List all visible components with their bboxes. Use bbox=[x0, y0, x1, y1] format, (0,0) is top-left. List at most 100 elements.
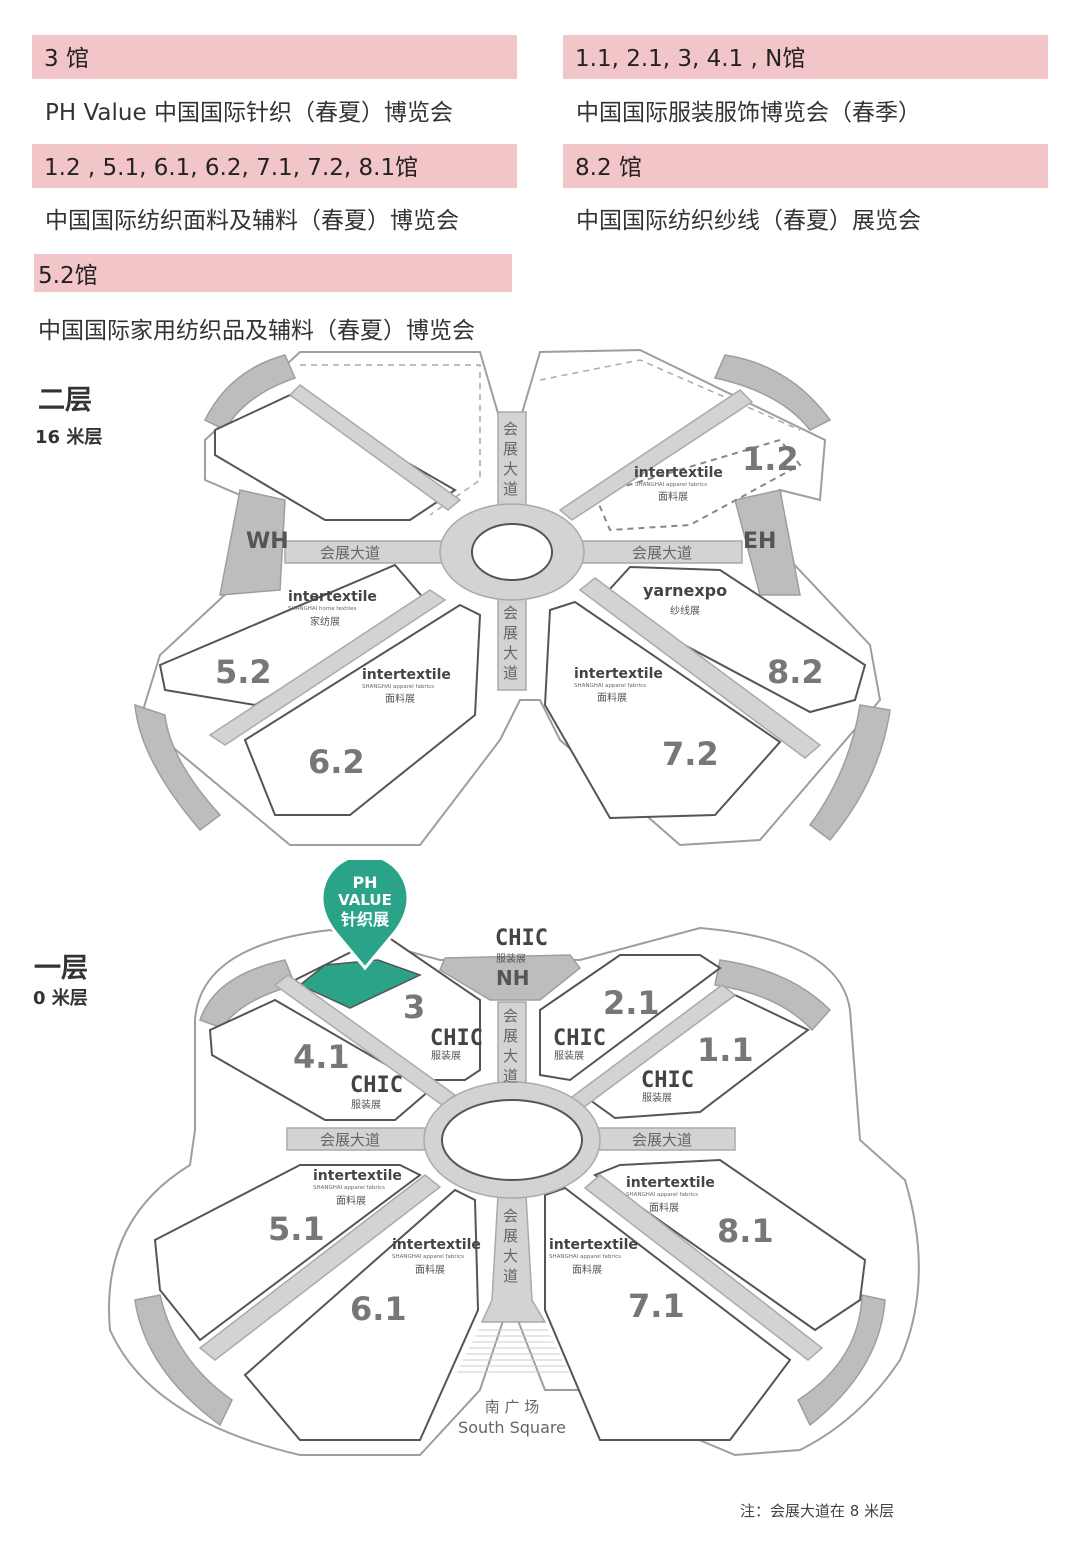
hall-5-1-brand-sub: SHANGHAI apparel fabrics bbox=[313, 1185, 385, 1191]
lower-floor-subtitle: 0 米层 bbox=[33, 988, 88, 1009]
hall-6-1-brand: intertextile bbox=[392, 1237, 481, 1253]
hall-6-2 bbox=[243, 603, 482, 816]
hall-8-1-cn: 面料展 bbox=[649, 1201, 679, 1214]
upper-boulevard-vertical: 会 展 大 道 会 展 大 道 bbox=[503, 420, 518, 682]
chic-cn-1-1: 服装展 bbox=[642, 1091, 672, 1104]
upper-dashed bbox=[300, 359, 801, 516]
chic-logo-1-1: CHIC bbox=[641, 1068, 694, 1093]
chic-logos: CHIC CHIC CHIC CHIC CHIC bbox=[350, 926, 694, 1098]
hall-7-2-brand-sub: SHANGHAI apparel fabrics bbox=[574, 683, 646, 689]
hall-5-2-brand-sub: SHANGHAI home textiles bbox=[288, 606, 357, 612]
upper-vroad-1: 会 bbox=[503, 420, 518, 438]
hall-7-2-brand: intertextile bbox=[574, 666, 663, 682]
upper-floor-subtitle: 16 米层 bbox=[35, 427, 103, 448]
lower-vroad-1: 会 bbox=[503, 1007, 518, 1025]
chic-logo-nh: CHIC bbox=[495, 926, 548, 951]
chic-cn-2-1: 服装展 bbox=[554, 1049, 584, 1062]
hall-8-2-brand: yarnexpo bbox=[643, 581, 727, 600]
hall-wh-label: WH bbox=[246, 529, 289, 554]
legend-header-2: 1.1, 2.1, 3, 4.1 , N馆 bbox=[563, 35, 1048, 79]
chic-cn-4-1: 服装展 bbox=[351, 1098, 381, 1111]
hall-8-1 bbox=[592, 1158, 867, 1332]
hall-7-2-cn: 面料展 bbox=[597, 691, 627, 704]
lower-vroad-3: 大 bbox=[503, 1047, 518, 1065]
hall-7-1-number: 7.1 bbox=[628, 1287, 685, 1325]
lower-floor-map: PH VALUE 针织展 会展大道 会展大道 会 展 大 道 会 展 大 道 N… bbox=[108, 860, 920, 1457]
hall-5-1-brand: intertextile bbox=[313, 1168, 402, 1184]
hall-7-1-brand-sub: SHANGHAI apparel fabrics bbox=[549, 1254, 621, 1260]
lower-vroad-7: 大 bbox=[503, 1247, 518, 1265]
hall-6-2-brand: intertextile bbox=[362, 667, 451, 683]
hall-nh-label: NH bbox=[496, 966, 529, 990]
hall-1-2-brand-sub: SHANGHAI apparel fabrics bbox=[635, 482, 707, 488]
hall-6-2-cn: 面料展 bbox=[385, 692, 415, 705]
south-square-en: South Square bbox=[458, 1418, 566, 1437]
upper-vroad-4: 道 bbox=[503, 480, 518, 498]
hall-7-2 bbox=[543, 600, 782, 820]
hall-8-2 bbox=[598, 565, 867, 714]
hall-1-2 bbox=[593, 438, 802, 532]
hall-6-1-number: 6.1 bbox=[350, 1290, 407, 1328]
location-pin: PH VALUE 针织展 bbox=[320, 860, 410, 971]
hall-6-1 bbox=[243, 1188, 480, 1441]
pin-line2: VALUE bbox=[338, 891, 392, 909]
hall-7-1-cn: 面料展 bbox=[572, 1263, 602, 1276]
lower-boulevard-east: 会展大道 bbox=[632, 1131, 692, 1149]
upper-boulevard-west: 会展大道 bbox=[320, 544, 380, 562]
hall-5-2-brand: intertextile bbox=[288, 589, 377, 605]
legend-header-4: 8.2 馆 bbox=[563, 144, 1048, 188]
hall-6-1-cn: 面料展 bbox=[415, 1263, 445, 1276]
lower-vroad-6: 展 bbox=[503, 1227, 518, 1245]
hall-8-1-brand: intertextile bbox=[626, 1175, 715, 1191]
legend-header-3: 1.2 , 5.1, 6.1, 6.2, 7.1, 7.2, 8.1馆 bbox=[32, 144, 517, 188]
lower-roundabout bbox=[423, 1081, 601, 1199]
lower-floor-title: 一层 bbox=[34, 953, 88, 984]
hall-2-1-number: 2.1 bbox=[603, 984, 660, 1022]
lower-halls bbox=[153, 933, 867, 1441]
lower-vroad-2: 展 bbox=[503, 1027, 518, 1045]
lower-boulevard-vertical: 会 展 大 道 会 展 大 道 bbox=[503, 1007, 518, 1285]
hall-eh-label: EH bbox=[743, 529, 776, 554]
legend-halls-2: 1.1, 2.1, 3, 4.1 , N馆 bbox=[575, 46, 806, 72]
hall-4-1-number: 4.1 bbox=[293, 1038, 350, 1076]
hall-1-2-cn: 面料展 bbox=[658, 490, 688, 503]
hall-1-2-number: 1.2 bbox=[742, 440, 799, 478]
legend-header-5: 5.2馆 bbox=[34, 254, 512, 292]
chic-logo-4-1: CHIC bbox=[350, 1073, 403, 1098]
lower-boulevard-west: 会展大道 bbox=[320, 1131, 380, 1149]
legend-desc-3: 中国国际纺织面料及辅料（春夏）博览会 bbox=[45, 208, 459, 234]
upper-halls bbox=[158, 393, 867, 820]
hall-5-2-cn: 家纺展 bbox=[310, 615, 340, 628]
legend-desc-1: PH Value 中国国际针织（春夏）博览会 bbox=[45, 100, 453, 126]
hall-6-1-brand-sub: SHANGHAI apparel fabrics bbox=[392, 1254, 464, 1260]
hall-8-1-brand-sub: SHANGHAI apparel fabrics bbox=[626, 1192, 698, 1198]
chic-logo-2-1: CHIC bbox=[553, 1026, 606, 1051]
hall-5-1-cn: 面料展 bbox=[336, 1194, 366, 1207]
hall-5-1 bbox=[153, 1164, 422, 1342]
chic-logo-3: CHIC bbox=[430, 1026, 483, 1051]
upper-vroad-3: 大 bbox=[503, 460, 518, 478]
upper-vroad-5: 会 bbox=[503, 604, 518, 622]
lower-vroad-8: 道 bbox=[503, 1267, 518, 1285]
pin-line3: 针织展 bbox=[341, 910, 390, 929]
hall-8-2-number: 8.2 bbox=[767, 653, 824, 691]
hall-5-2-number: 5.2 bbox=[215, 653, 272, 691]
upper-boulevard-east: 会展大道 bbox=[632, 544, 692, 562]
hall-1-1-number: 1.1 bbox=[697, 1031, 754, 1069]
upper-vroad-6: 展 bbox=[503, 624, 518, 642]
south-stairs bbox=[457, 1329, 569, 1373]
upper-vroad-2: 展 bbox=[503, 440, 518, 458]
legend-header-1: 3 馆 bbox=[32, 35, 517, 79]
hall-6-2-number: 6.2 bbox=[308, 743, 365, 781]
pin-line1: PH bbox=[352, 873, 377, 892]
hall-3-number: 3 bbox=[403, 988, 425, 1026]
south-square-cn: 南 广 场 bbox=[485, 1398, 540, 1416]
upper-vroad-7: 大 bbox=[503, 644, 518, 662]
upper-dark-wings bbox=[134, 354, 891, 842]
hall-2-1 bbox=[539, 954, 722, 1082]
chic-cn-3: 服装展 bbox=[431, 1049, 461, 1062]
pin-hall-highlight bbox=[298, 959, 422, 1009]
legend-desc-5: 中国国际家用纺织品及辅料（春夏）博览会 bbox=[38, 318, 475, 344]
upper-roads bbox=[208, 384, 822, 759]
legend-desc-2: 中国国际服装服饰博览会（春季） bbox=[576, 100, 921, 126]
